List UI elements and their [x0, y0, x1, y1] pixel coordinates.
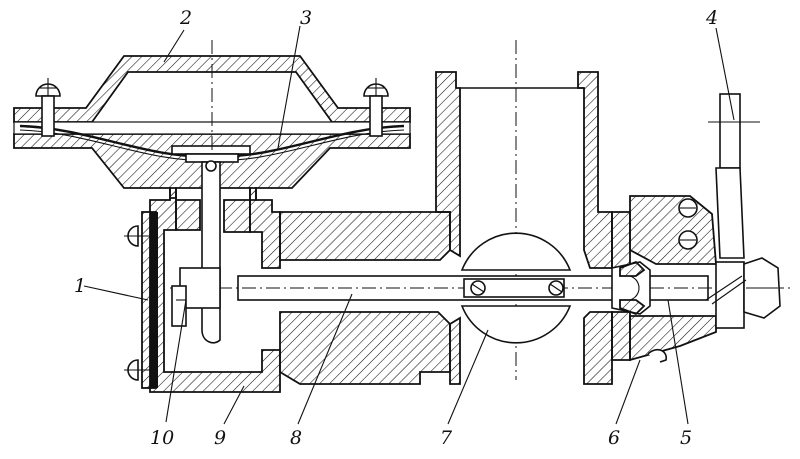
label-4: 4: [705, 7, 718, 29]
diaphragm-rod: [201, 160, 221, 344]
inner-lever: [171, 267, 221, 327]
label-7: 7: [440, 427, 453, 449]
shaft-seal: [611, 260, 667, 363]
throttle-body: [149, 71, 717, 393]
diaphragm-plate: [171, 145, 251, 155]
flange-screw-left: [35, 78, 61, 137]
label-2: 2: [179, 7, 192, 29]
label-9: 9: [214, 427, 226, 449]
leader-lines: [83, 25, 735, 425]
lever-nut: [705, 257, 781, 329]
throttle-lever: [678, 93, 760, 259]
side-cover: [124, 211, 158, 389]
label-6: 6: [608, 427, 620, 449]
throttle-shaft: [170, 275, 790, 301]
label-8: 8: [290, 427, 302, 449]
label-10: 10: [150, 427, 174, 449]
flange-screw-right: [363, 78, 389, 137]
label-5: 5: [680, 427, 692, 449]
throttle-valve-disc: [460, 232, 572, 344]
label-1: 1: [74, 275, 86, 297]
label-3: 3: [300, 7, 312, 29]
